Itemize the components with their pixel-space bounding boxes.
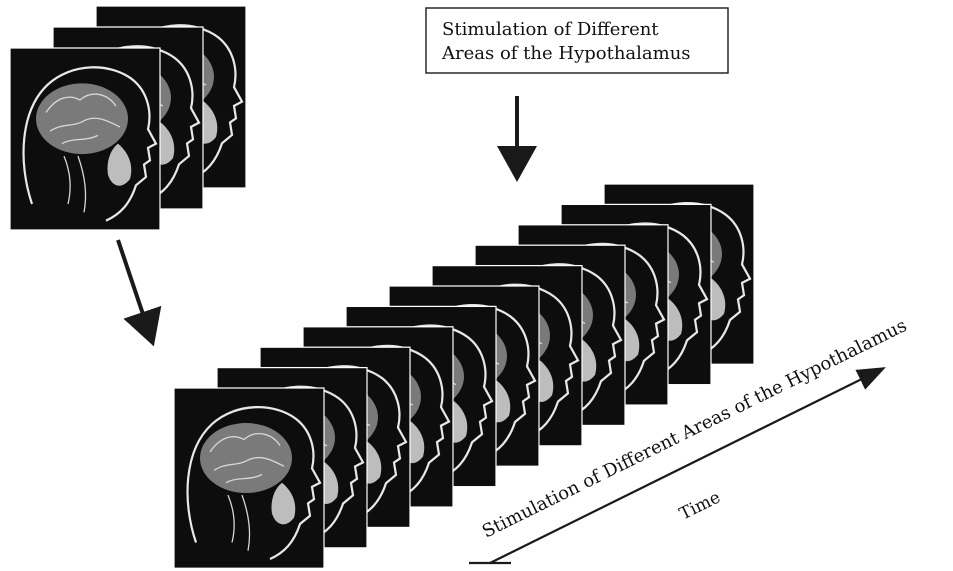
- top-label-line2: Areas of the Hypothalamus: [441, 43, 691, 64]
- axis-label-time: Time: [676, 488, 723, 525]
- small-mri-frame: [10, 48, 160, 230]
- large-mri-frame: [174, 388, 324, 568]
- top-label-line1: Stimulation of Different: [442, 19, 659, 40]
- top-label-box: Stimulation of Different Areas of the Hy…: [426, 8, 728, 73]
- large-mri-stack: [174, 184, 754, 568]
- diagonal-arrow: [118, 240, 150, 335]
- small-mri-stack: [10, 6, 246, 230]
